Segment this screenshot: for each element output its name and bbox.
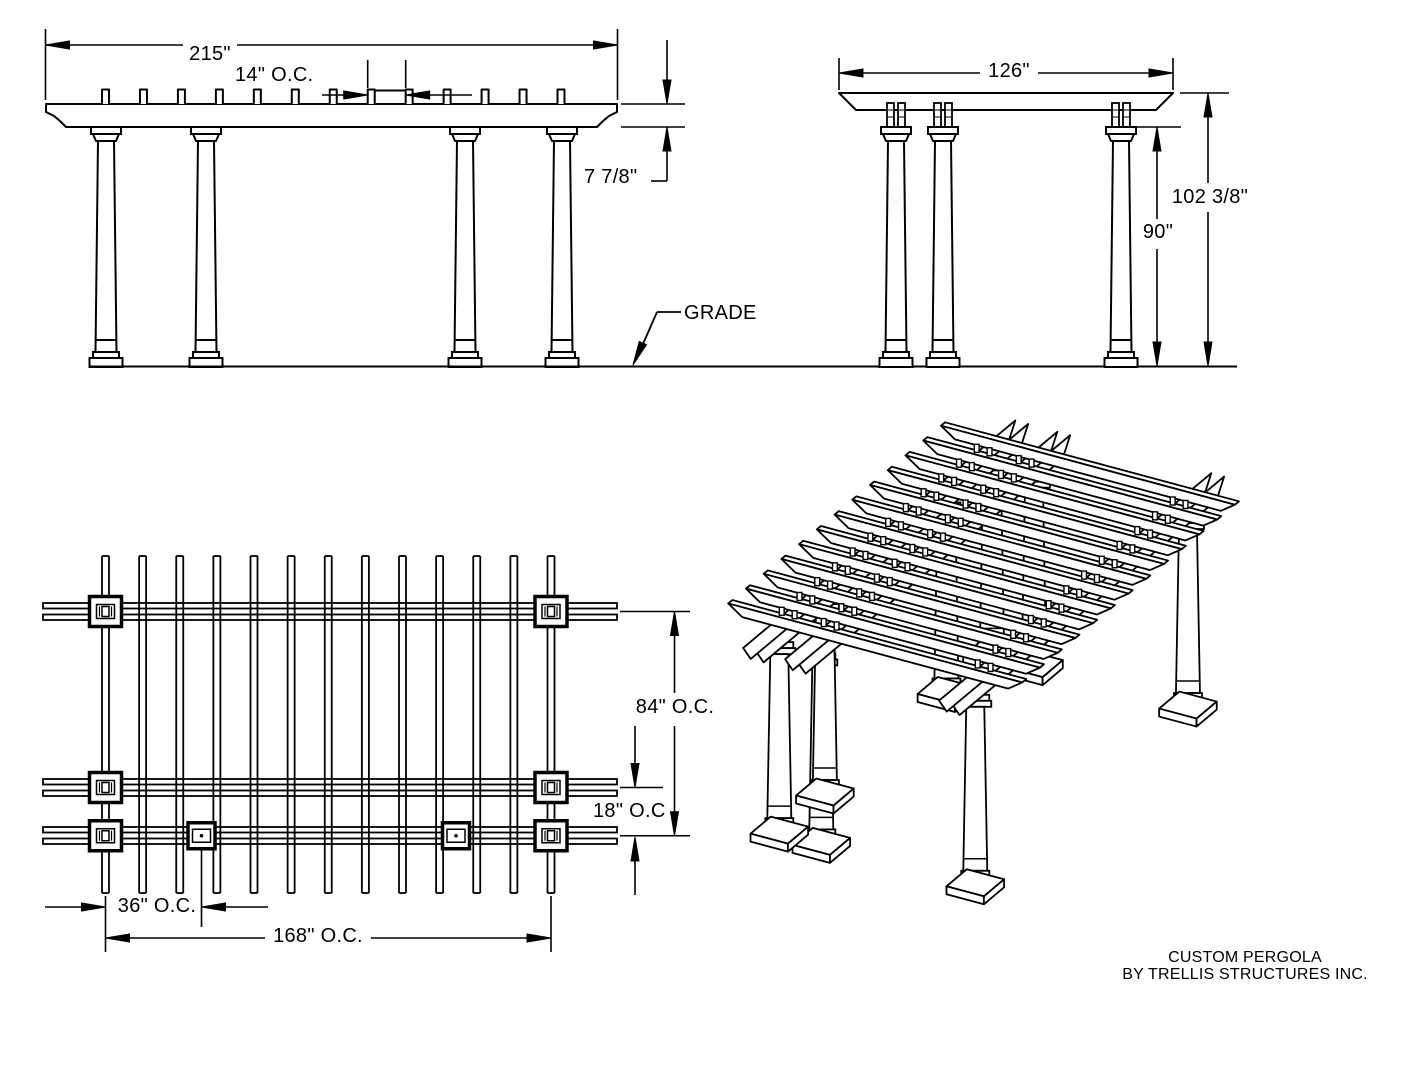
dim-overall-depth-label: 126" bbox=[988, 60, 1030, 82]
dim-column-height-label: 90" bbox=[1142, 221, 1174, 243]
dim-beam-depth-label: 7 7/8" bbox=[584, 166, 638, 188]
dim-overall-width-label: 215" bbox=[189, 43, 231, 65]
dim-post-offset-label: 36" O.C. bbox=[117, 895, 197, 917]
dim-overall-height-label: 102 3/8" bbox=[1171, 186, 1249, 208]
grade-label: GRADE bbox=[684, 302, 757, 324]
dim-rafter-spacing-label: 14" O.C. bbox=[235, 64, 314, 86]
dim-front-beam-offset-label: 18" O.C bbox=[593, 800, 666, 822]
dim-column-span-label: 168" O.C. bbox=[273, 925, 363, 947]
title-line-1: CUSTOM PERGOLA bbox=[1168, 949, 1322, 966]
title-line-2: BY TRELLIS STRUCTURES INC. bbox=[1122, 966, 1368, 983]
dim-beam-span-label: 84" O.C. bbox=[635, 696, 715, 718]
